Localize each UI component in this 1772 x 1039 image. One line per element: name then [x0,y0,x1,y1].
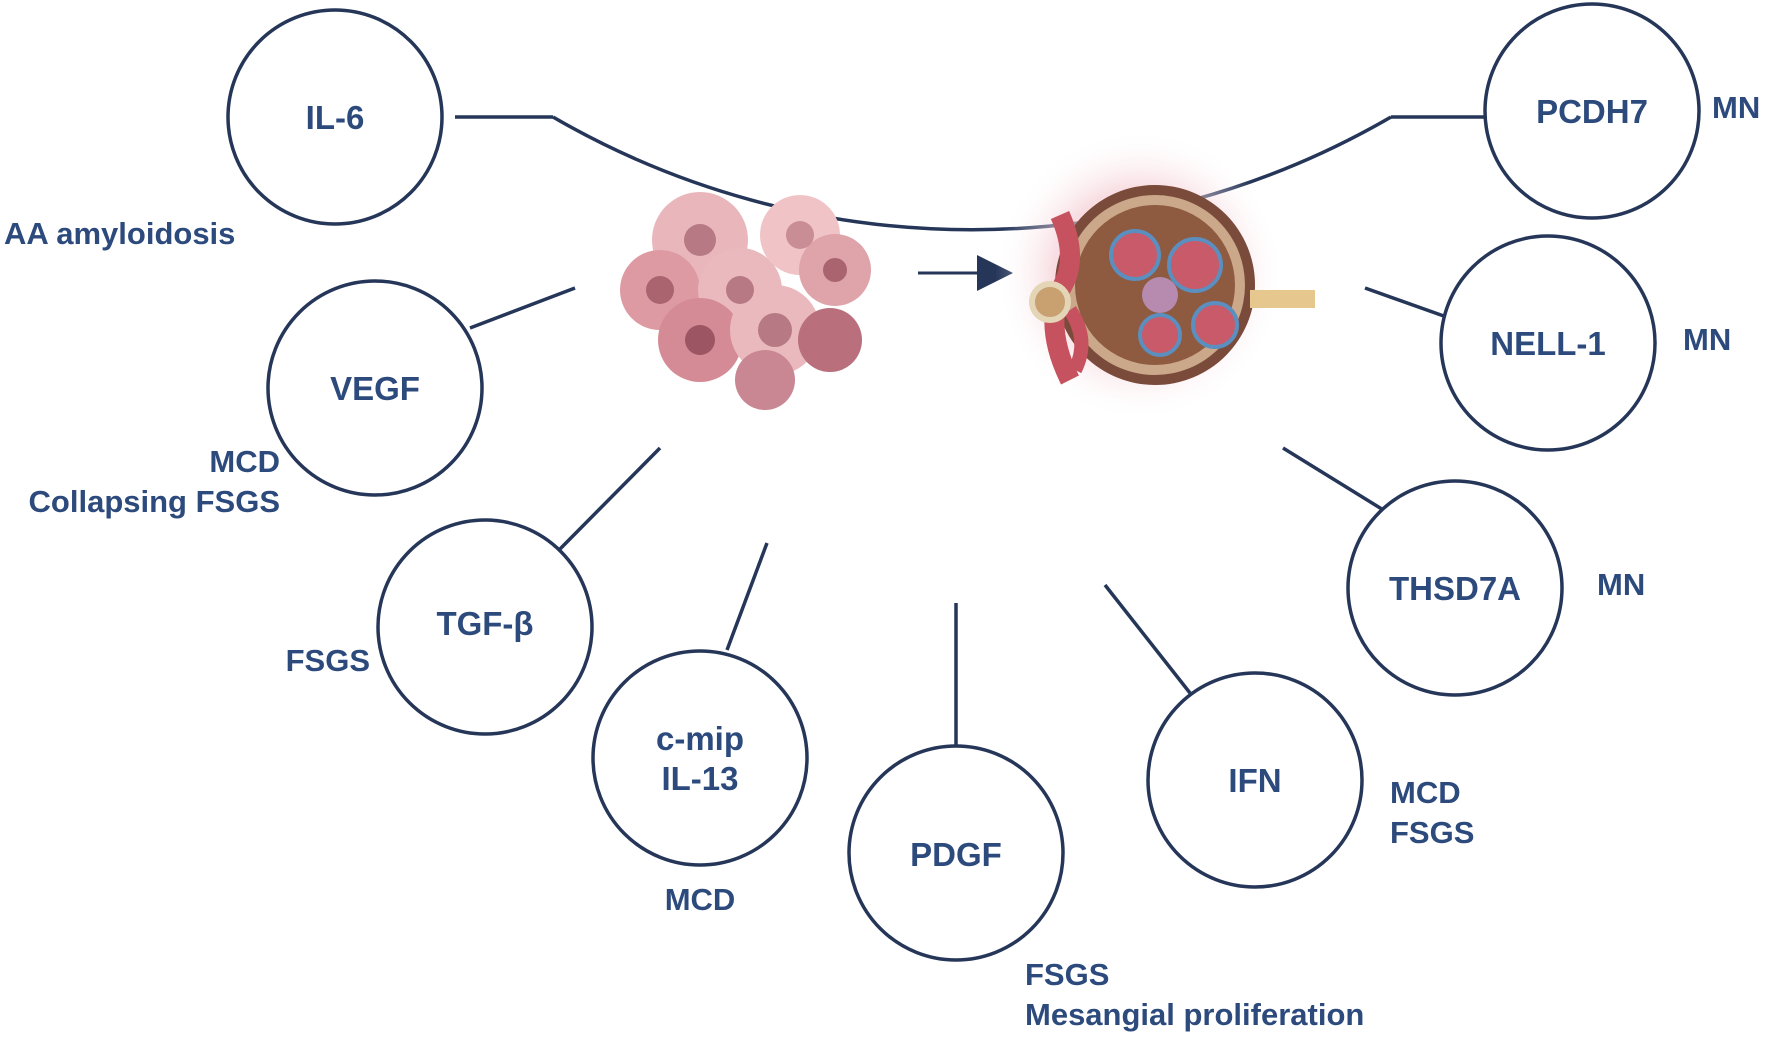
disease-label-pdgf-2: Mesangial proliferation [1025,997,1364,1032]
connector-tgfb [558,446,662,551]
node-label-pdgf: PDGF [910,836,1002,873]
node-circle-tgfb [376,518,594,736]
node-circle-cmip [591,649,809,867]
disease-label-thsd7a: MN [1597,567,1645,602]
connector-ifn [1103,583,1192,695]
connector-cmip [725,542,769,651]
node-circles [226,2,1701,962]
disease-label-vegf-2: Collapsing FSGS [29,484,280,519]
kidney-glomerulus-illustration [995,130,1315,420]
node-label-pcdh7: PCDH7 [1536,93,1648,130]
central-arc [552,115,1392,232]
node-label-vegf: VEGF [330,370,420,407]
node-label-thsd7a: THSD7A [1389,570,1521,607]
node-circle-il6 [226,8,444,226]
disease-label-il6: AA amyloidosis [4,216,235,251]
node-label-tgfb: TGF-β [436,605,533,642]
node-circle-nell1 [1439,234,1657,452]
node-circle-thsd7a [1346,479,1564,697]
disease-label-tgfb: FSGS [286,643,370,678]
node-labels: IL-6 VEGF TGF-β c-mip IL-13 PDGF IFN THS… [306,93,1648,873]
disease-label-ifn-2: FSGS [1390,815,1474,850]
disease-label-pcdh7: MN [1712,90,1760,125]
node-circle-ifn [1146,671,1364,889]
connector-lines [455,115,1484,745]
connector-vegf [469,286,576,330]
node-label-il6: IL-6 [306,99,365,136]
connector-thsd7a [1282,446,1386,513]
disease-label-cmip: MCD [665,882,736,917]
disease-label-nell1: MN [1683,322,1731,357]
connector-nell1 [1364,286,1456,322]
node-label-nell1: NELL-1 [1490,325,1606,362]
node-label-cmip-line1: c-mip [656,720,744,757]
node-circle-pcdh7 [1483,2,1701,220]
disease-label-vegf-1: MCD [209,444,280,479]
node-circle-vegf [266,279,484,497]
tumor-cells-illustration [620,192,871,410]
disease-label-pdgf-1: FSGS [1025,957,1109,992]
disease-labels: AA amyloidosis MCD Collapsing FSGS FSGS … [4,90,1760,1032]
disease-label-ifn-1: MCD [1390,775,1461,810]
node-circle-pdgf [847,744,1065,962]
node-label-ifn: IFN [1228,762,1281,799]
node-label-cmip-line2: IL-13 [661,760,738,797]
